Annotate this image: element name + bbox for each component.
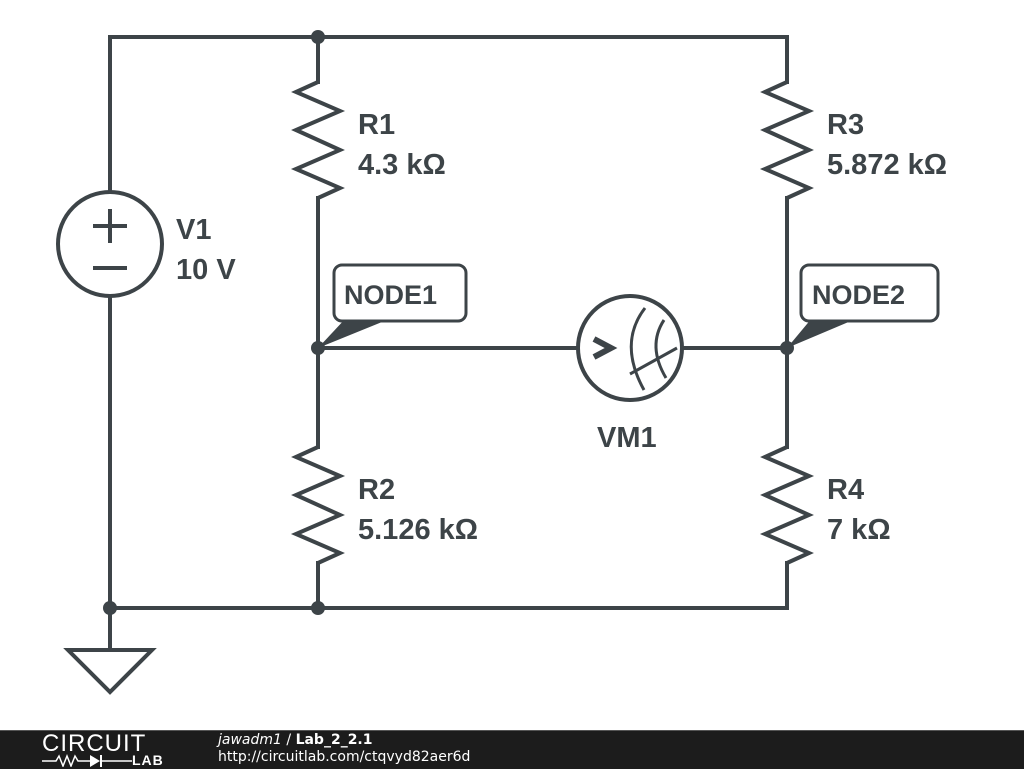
footer-bar: CIRCUIT LAB jawadm1 / Lab_2_2.1 http://c… xyxy=(0,730,1024,769)
schematic-canvas: V1 10 V R1 4.3 kΩ R3 5.872 kΩ R2 5.126 k… xyxy=(56,30,947,695)
author-link[interactable]: jawadm1 xyxy=(218,732,282,748)
vm1-name-label: VM1 xyxy=(597,422,657,454)
r1-name-label: R1 xyxy=(358,109,395,141)
voltmeter-arc2-icon xyxy=(654,319,668,379)
node-label-node2[interactable]: NODE2 xyxy=(787,263,940,348)
r4-value-label: 7 kΩ xyxy=(827,514,891,546)
voltmeter-v-glyph-icon xyxy=(592,336,618,360)
logo-circuit-text: CIRCUIT xyxy=(42,730,147,757)
node1-pointer xyxy=(318,318,392,348)
resistor-icon xyxy=(759,80,815,200)
resistor-icon xyxy=(290,80,346,200)
logo-lab-text: LAB xyxy=(132,752,164,768)
title-separator: / xyxy=(281,732,296,748)
v1-value-label: 10 V xyxy=(176,254,236,286)
junction-top xyxy=(311,30,325,44)
resistor-r4[interactable]: R4 7 kΩ xyxy=(759,445,891,565)
node-label-node1[interactable]: NODE1 xyxy=(318,263,468,348)
node1-text: NODE1 xyxy=(344,280,437,310)
resistor-r3[interactable]: R3 5.872 kΩ xyxy=(759,80,947,200)
node2-pointer xyxy=(787,318,858,348)
voltmeter-needle-icon xyxy=(629,346,678,376)
voltmeter-arc-icon xyxy=(629,307,647,391)
junction-ground xyxy=(103,601,117,615)
node2-text: NODE2 xyxy=(812,280,905,310)
project-name[interactable]: Lab_2_2.1 xyxy=(295,732,373,748)
resistor-r1[interactable]: R1 4.3 kΩ xyxy=(290,80,446,200)
voltage-source-v1[interactable]: V1 10 V xyxy=(56,190,236,298)
ground-icon[interactable] xyxy=(63,648,157,695)
footer-title-line: jawadm1 / Lab_2_2.1 xyxy=(218,732,470,749)
voltage-source-icon xyxy=(56,190,164,298)
node2-box xyxy=(799,263,940,323)
r2-name-label: R2 xyxy=(358,474,395,506)
r2-value-label: 5.126 kΩ xyxy=(358,514,478,546)
project-url[interactable]: http://circuitlab.com/ctqvyd82aer6d xyxy=(218,749,471,765)
resistor-icon xyxy=(290,445,346,565)
voltmeter-icon xyxy=(576,294,684,402)
resistor-r2[interactable]: R2 5.126 kΩ xyxy=(290,445,478,565)
r3-name-label: R3 xyxy=(827,109,864,141)
r1-value-label: 4.3 kΩ xyxy=(358,149,446,181)
wire-top[interactable] xyxy=(108,35,789,192)
footer-info: jawadm1 / Lab_2_2.1 http://circuitlab.co… xyxy=(218,732,470,766)
circuitlab-logo[interactable]: CIRCUIT LAB xyxy=(42,730,177,768)
r3-value-label: 5.872 kΩ xyxy=(827,149,947,181)
node1-box xyxy=(332,263,468,323)
wire-bottom[interactable] xyxy=(108,561,789,610)
v1-name-label: V1 xyxy=(176,214,211,246)
resistor-icon xyxy=(759,445,815,565)
junction-bottom xyxy=(311,601,325,615)
wires xyxy=(108,35,789,652)
logo-resistor-diode-icon xyxy=(42,753,132,767)
r4-name-label: R4 xyxy=(827,474,864,506)
voltmeter-vm1[interactable]: VM1 xyxy=(576,294,684,454)
